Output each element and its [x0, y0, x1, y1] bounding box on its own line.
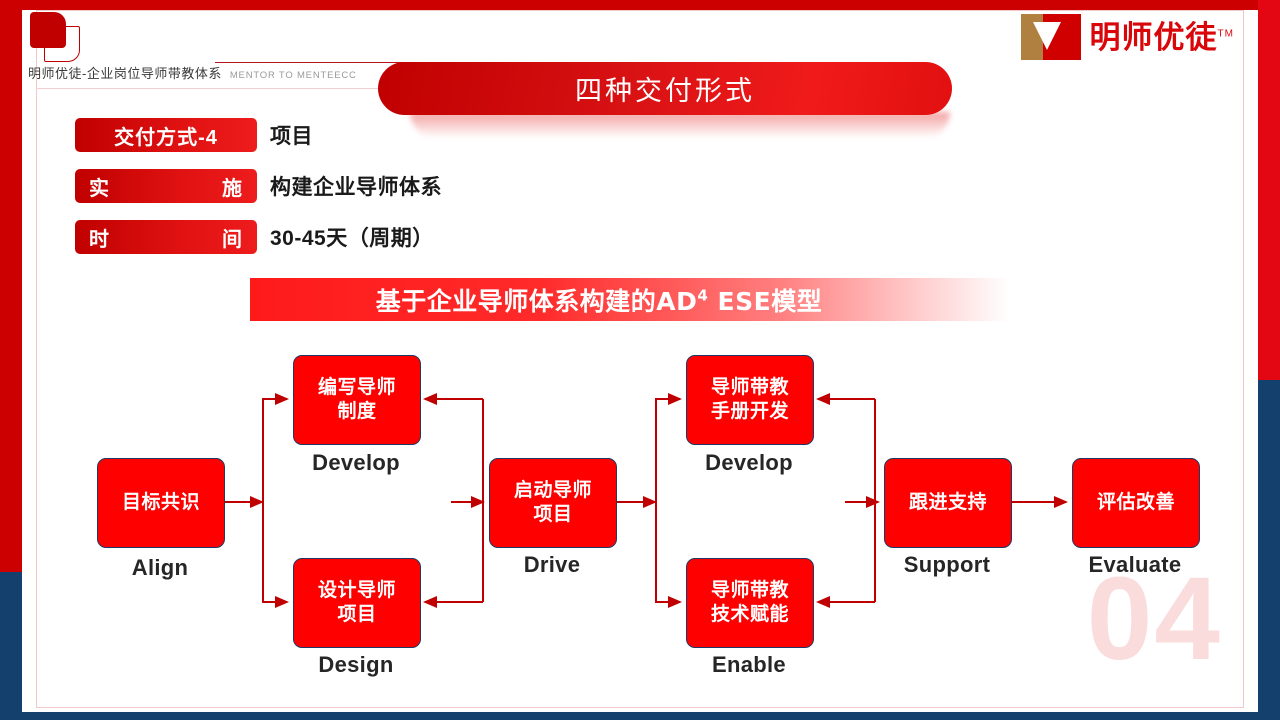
- node-label: 导师带教 技术赋能: [710, 579, 789, 625]
- page-title: 四种交付形式: [575, 76, 755, 107]
- trademark-symbol: TM: [1217, 28, 1234, 40]
- left-navy-bar: [0, 572, 22, 720]
- meta-list: 交付方式-4 项目 实 施 构建企业导师体系 时 间 30-45天（周期）: [75, 118, 442, 271]
- node-label: 评估改善: [1096, 491, 1175, 514]
- caption-develop-1: Develop: [312, 450, 400, 475]
- bottom-navy-bar: [0, 712, 1280, 720]
- meta-row: 交付方式-4 项目: [75, 118, 442, 152]
- meta-tag: 时 间: [75, 220, 257, 254]
- lm-monogram-icon: [1020, 14, 1081, 60]
- corporate-logo-text-wrap: 明师优徒TM: [1090, 22, 1234, 53]
- brand-name-en: MENTOR TO MENTEECC: [229, 70, 357, 81]
- model-banner: 基于企业导师体系构建的AD4 ESE模型: [250, 278, 1010, 321]
- process-diagram: 目标共识 Align 编写导师 制度 Develop 设计导师 项目 Desig…: [0, 330, 1280, 700]
- meta-value: 30-45天（周期）: [270, 227, 434, 250]
- node-label: 导师带教 手册开发: [710, 376, 789, 422]
- node-label: 跟进支持: [908, 491, 987, 514]
- meta-value: 项目: [270, 125, 313, 148]
- caption-drive: Drive: [523, 552, 581, 577]
- brand-lockup: 明师优徒-企业岗位导师带教体系 MENTOR TO MENTEECC: [28, 63, 357, 82]
- caption-evaluate: Evaluate: [1088, 552, 1182, 577]
- caption-align: Align: [131, 555, 189, 580]
- meta-tag-char-b: 间: [222, 228, 243, 251]
- model-banner-superscript: 4: [697, 286, 709, 305]
- node-design[interactable]: 设计导师 项目: [293, 558, 421, 648]
- meta-row: 时 间 30-45天（周期）: [75, 220, 442, 254]
- meta-tag-char-b: 施: [222, 177, 243, 200]
- top-red-bar: [0, 0, 1280, 10]
- header-rule-secondary: [36, 88, 596, 89]
- slide-title-pill: 四种交付形式: [378, 62, 952, 115]
- node-evaluate[interactable]: 评估改善: [1072, 458, 1200, 548]
- company-mark-icon: [30, 12, 86, 64]
- meta-tag: 交付方式-4: [75, 118, 257, 152]
- node-label: 设计导师 项目: [317, 579, 396, 625]
- caption-enable: Enable: [712, 652, 786, 677]
- meta-value: 构建企业导师体系: [270, 176, 442, 199]
- brand-name-cn: 明师优徒-企业岗位导师带教体系: [28, 66, 222, 81]
- node-enable[interactable]: 导师带教 技术赋能: [686, 558, 814, 648]
- left-red-bar: [0, 0, 22, 572]
- title-pill-glow: [410, 112, 950, 138]
- node-label: 编写导师 制度: [317, 376, 396, 422]
- model-banner-text: 基于企业导师体系构建的AD4 ESE模型: [250, 282, 1010, 318]
- meta-row: 实 施 构建企业导师体系: [75, 169, 442, 203]
- meta-tag: 实 施: [75, 169, 257, 203]
- node-drive[interactable]: 启动导师 项目: [489, 458, 617, 548]
- model-banner-suffix: ESE模型: [708, 286, 823, 316]
- caption-design: Design: [318, 652, 394, 677]
- meta-tag-char-a: 时: [89, 228, 110, 251]
- page-number-watermark: 04: [1086, 553, 1222, 685]
- meta-tag-char-a: 实: [89, 177, 110, 200]
- corporate-logo: 明师优徒TM: [1020, 14, 1234, 60]
- node-align[interactable]: 目标共识: [97, 458, 225, 548]
- corporate-logo-text: 明师优徒: [1089, 19, 1218, 55]
- right-navy-bar: [1258, 380, 1280, 720]
- model-banner-prefix: 基于企业导师体系构建的AD: [375, 286, 698, 316]
- right-red-bar: [1258, 0, 1280, 380]
- caption-develop-2: Develop: [705, 450, 793, 475]
- caption-support: Support: [903, 552, 991, 577]
- node-label: 启动导师 项目: [513, 479, 592, 525]
- node-label: 目标共识: [121, 491, 200, 514]
- node-develop-2[interactable]: 导师带教 手册开发: [686, 355, 814, 445]
- node-develop-1[interactable]: 编写导师 制度: [293, 355, 421, 445]
- node-support[interactable]: 跟进支持: [884, 458, 1012, 548]
